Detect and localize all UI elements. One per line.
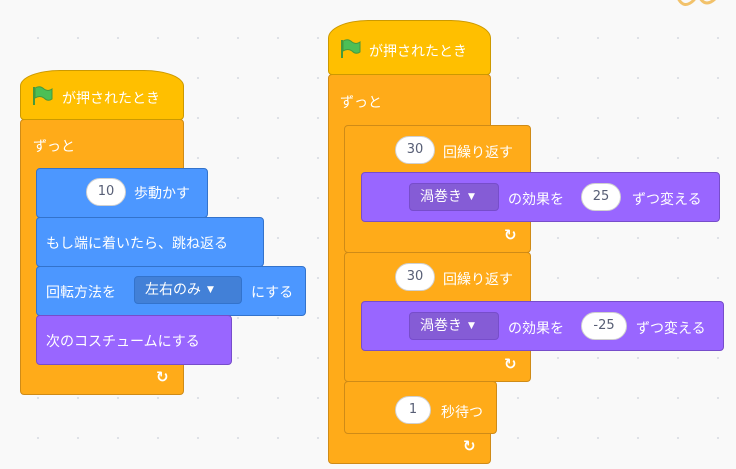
- next-costume-label: 次のコスチュームにする: [46, 334, 200, 350]
- effect-dropdown-2[interactable]: 渦巻き ▼: [409, 312, 499, 340]
- effect-dropdown-1[interactable]: 渦巻き ▼: [409, 183, 499, 211]
- corner-scribble-icon: [677, 0, 717, 6]
- effect-suffix-label-1: ずつ変える: [632, 192, 702, 208]
- move-label: 歩動かす: [134, 186, 190, 202]
- effect-mid-label-2: の効果を: [508, 321, 564, 337]
- repeat-count-input-2[interactable]: 30: [395, 263, 435, 291]
- loop-arrow-icon: ↻: [156, 368, 169, 386]
- rotation-prefix: 回転方法を: [46, 285, 116, 301]
- effect-amount-input-2[interactable]: -25: [581, 312, 627, 340]
- green-flag-icon: [33, 86, 53, 105]
- repeat-label-2: 回繰り返す: [443, 272, 513, 288]
- hat-label-2: が押されたとき: [369, 44, 467, 60]
- loop-arrow-icon: ↻: [504, 226, 517, 244]
- effect-amount-input-1[interactable]: 25: [581, 183, 621, 211]
- dropdown-arrow-icon: ▼: [468, 192, 475, 202]
- hat-label-1: が押されたとき: [62, 91, 160, 107]
- repeat-count-input-1[interactable]: 30: [395, 136, 435, 164]
- effect-suffix-label-2: ずつ変える: [636, 321, 706, 337]
- forever-label-1: ずっと: [33, 139, 75, 155]
- effect-mid-label-1: の効果を: [508, 192, 564, 208]
- next-costume-block[interactable]: [36, 315, 232, 365]
- forever-label-2: ずっと: [340, 95, 382, 111]
- effect-value-1: 渦巻き: [420, 189, 462, 205]
- rotation-style-dropdown[interactable]: 左右のみ ▼: [134, 276, 242, 304]
- loop-arrow-icon: ↻: [504, 355, 517, 373]
- green-flag-icon: [341, 39, 361, 58]
- loop-arrow-icon: ↻: [463, 437, 476, 455]
- wait-label: 秒待つ: [441, 405, 483, 421]
- steps-input[interactable]: 10: [86, 178, 126, 206]
- wait-seconds-input[interactable]: 1: [395, 396, 431, 424]
- rotation-style-value: 左右のみ: [145, 282, 201, 298]
- bounce-label: もし端に着いたら、跳ね返る: [46, 236, 228, 252]
- dropdown-arrow-icon: ▼: [468, 321, 475, 331]
- effect-value-2: 渦巻き: [420, 318, 462, 334]
- rotation-suffix: にする: [251, 285, 294, 301]
- dropdown-arrow-icon: ▼: [207, 285, 214, 295]
- repeat-label-1: 回繰り返す: [443, 145, 513, 161]
